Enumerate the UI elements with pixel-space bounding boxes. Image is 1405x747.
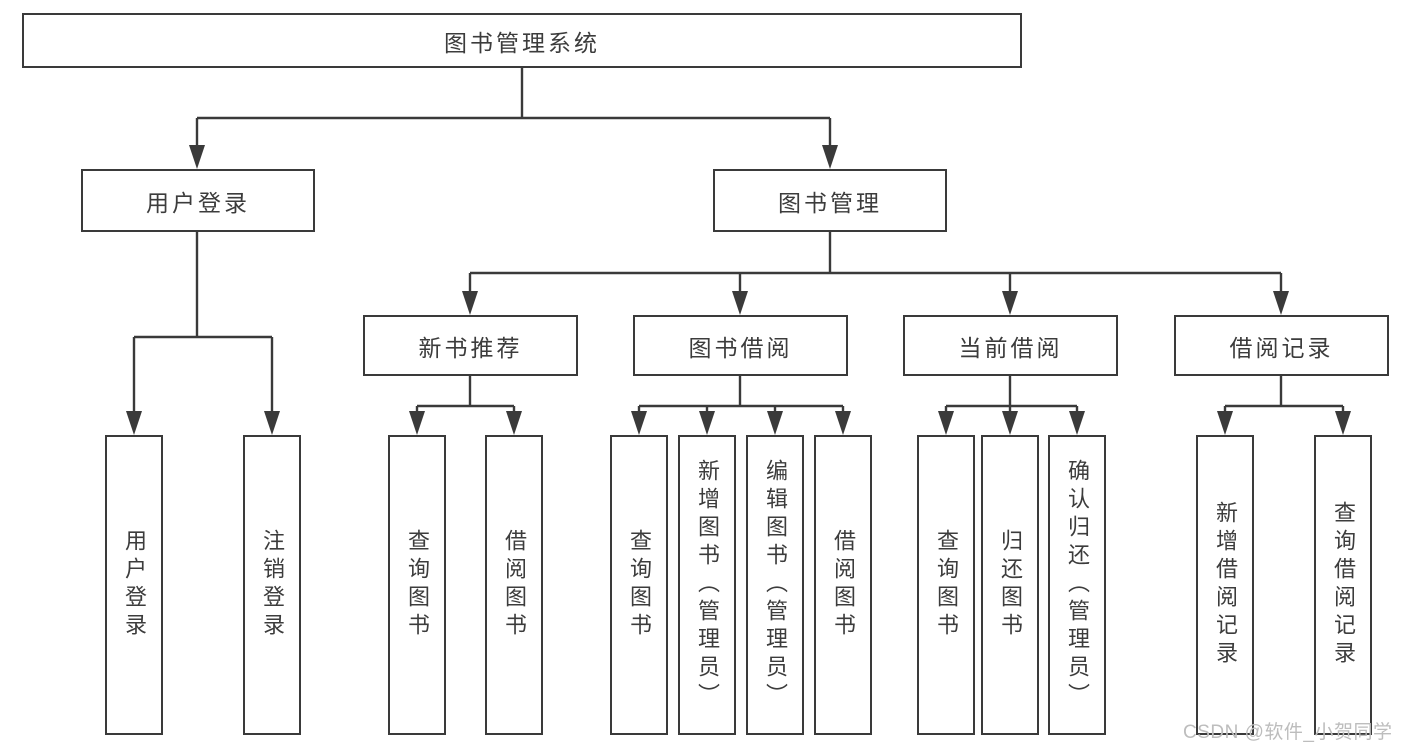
arrowhead xyxy=(409,411,425,435)
leaf-return-books: 归还图书 xyxy=(981,435,1039,735)
connector-book-management-to-level3 xyxy=(462,232,1289,315)
leaf-logout: 注销登录 xyxy=(243,435,301,735)
leaf-logout-label: 注销登录 xyxy=(260,529,285,641)
arrowhead xyxy=(1002,291,1018,315)
leaf-confirm-return-admin: 确认归还（管理员） xyxy=(1048,435,1106,735)
node-borrow-records: 借阅记录 xyxy=(1174,315,1389,376)
leaf-return-books-label: 归还图书 xyxy=(998,529,1023,641)
connector-current-borrow-children xyxy=(938,376,1085,435)
arrowhead xyxy=(264,411,280,435)
leaf-borrow-books-recommend: 借阅图书 xyxy=(485,435,543,735)
leaf-add-borrow-record: 新增借阅记录 xyxy=(1196,435,1254,735)
leaf-user-login: 用户登录 xyxy=(105,435,163,735)
leaf-query-books-current: 查询图书 xyxy=(917,435,975,735)
connector-root-to-level2 xyxy=(189,68,838,169)
arrowhead xyxy=(631,411,647,435)
arrowhead xyxy=(767,411,783,435)
node-current-borrow: 当前借阅 xyxy=(903,315,1118,376)
csdn-watermark: CSDN @软件_小贺同学 xyxy=(1183,722,1393,743)
connector-new-book-children xyxy=(409,376,522,435)
arrowhead xyxy=(1002,411,1018,435)
leaf-borrow-books-label: 借阅图书 xyxy=(831,529,856,641)
arrowhead xyxy=(506,411,522,435)
leaf-query-borrow-record: 查询借阅记录 xyxy=(1314,435,1372,735)
arrowhead xyxy=(1069,411,1085,435)
leaf-query-books-recommend-label: 查询图书 xyxy=(405,529,430,641)
connector-borrow-records-children xyxy=(1217,376,1351,435)
leaf-query-books-borrow: 查询图书 xyxy=(610,435,668,735)
leaf-borrow-books: 借阅图书 xyxy=(814,435,872,735)
arrowhead xyxy=(189,145,205,169)
leaf-add-borrow-record-label: 新增借阅记录 xyxy=(1213,501,1238,669)
arrowhead xyxy=(126,411,142,435)
leaf-add-books-admin: 新增图书（管理员） xyxy=(678,435,736,735)
leaf-edit-books-admin: 编辑图书（管理员） xyxy=(746,435,804,735)
arrowhead xyxy=(938,411,954,435)
arrowhead xyxy=(1335,411,1351,435)
connector-user-login-children xyxy=(126,232,280,435)
leaf-borrow-books-recommend-label: 借阅图书 xyxy=(502,529,527,641)
leaf-query-books-recommend: 查询图书 xyxy=(388,435,446,735)
arrowhead xyxy=(1273,291,1289,315)
arrowhead xyxy=(822,145,838,169)
leaf-edit-books-admin-label: 编辑图书（管理员） xyxy=(763,459,788,711)
leaf-add-books-admin-label: 新增图书（管理员） xyxy=(695,459,720,711)
node-book-borrow: 图书借阅 xyxy=(633,315,848,376)
leaf-user-login-label: 用户登录 xyxy=(122,529,147,641)
arrowhead xyxy=(462,291,478,315)
node-user-login: 用户登录 xyxy=(81,169,315,232)
leaf-query-books-current-label: 查询图书 xyxy=(934,529,959,641)
connector-book-borrow-children xyxy=(631,376,851,435)
leaf-query-borrow-record-label: 查询借阅记录 xyxy=(1331,501,1356,669)
node-library-system: 图书管理系统 xyxy=(22,13,1022,68)
leaf-query-books-borrow-label: 查询图书 xyxy=(627,529,652,641)
arrowhead xyxy=(835,411,851,435)
leaf-confirm-return-admin-label: 确认归还（管理员） xyxy=(1065,459,1090,711)
arrowhead xyxy=(732,291,748,315)
arrowhead xyxy=(1217,411,1233,435)
node-new-book-recommend: 新书推荐 xyxy=(363,315,578,376)
arrowhead xyxy=(699,411,715,435)
node-book-management: 图书管理 xyxy=(713,169,947,232)
